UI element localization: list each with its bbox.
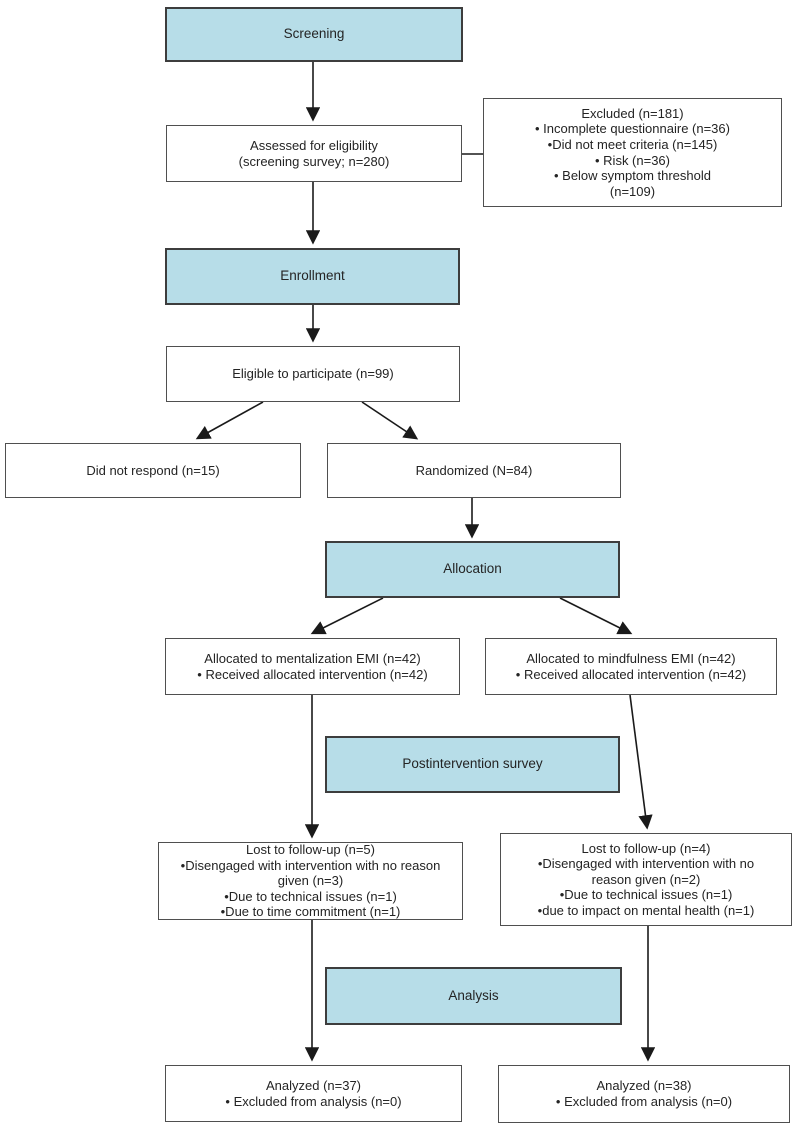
stage-screening-label: Screening bbox=[283, 26, 345, 42]
box-assessed-line: Assessed for eligibility bbox=[250, 137, 378, 153]
box-lost-mentalization-line: •Disengaged with intervention with no re… bbox=[180, 857, 441, 889]
box-eligible-to-participate: Eligible to participate (n=99) bbox=[166, 346, 460, 402]
box-lost-mentalization-line: Lost to follow-up (n=5) bbox=[246, 842, 375, 858]
stage-analysis-label: Analysis bbox=[448, 987, 499, 1003]
box-excluded-line: Excluded (n=181) bbox=[581, 105, 684, 121]
box-did-not-respond-line: Did not respond (n=15) bbox=[86, 462, 220, 478]
box-lost-mentalization-line: •Due to technical issues (n=1) bbox=[224, 888, 397, 904]
box-analyzed-mindfulness-line: Analyzed (n=38) bbox=[596, 1078, 692, 1094]
box-allocated-mindfulness-line: • Received allocated intervention (n=42) bbox=[515, 666, 747, 682]
box-did-not-respond: Did not respond (n=15) bbox=[5, 443, 301, 498]
stage-enrollment: Enrollment bbox=[165, 248, 460, 305]
box-excluded-line: •Did not meet criteria (n=145) bbox=[547, 136, 718, 152]
box-eligible-line: Eligible to participate (n=99) bbox=[232, 366, 394, 382]
box-allocated-mindfulness-line: Allocated to mindfulness EMI (n=42) bbox=[526, 650, 736, 666]
box-excluded: Excluded (n=181) • Incomplete questionna… bbox=[483, 98, 782, 207]
box-lost-mindfulness-line: •due to impact on mental health (n=1) bbox=[537, 902, 755, 918]
stage-postintervention-survey: Postintervention survey bbox=[325, 736, 620, 793]
box-allocated-mentalization-line: Allocated to mentalization EMI (n=42) bbox=[204, 650, 421, 666]
box-lost-mentalization-line: •Due to time commitment (n=1) bbox=[220, 904, 401, 920]
box-excluded-line: • Below symptom threshold (n=109) bbox=[553, 168, 711, 199]
stage-allocation-label: Allocation bbox=[443, 561, 502, 577]
box-analyzed-mentalization: Analyzed (n=37) • Excluded from analysis… bbox=[165, 1065, 462, 1122]
box-lost-to-followup-mentalization: Lost to follow-up (n=5) •Disengaged with… bbox=[158, 842, 463, 920]
box-analyzed-mindfulness-line: • Excluded from analysis (n=0) bbox=[555, 1094, 733, 1109]
box-excluded-line: • Incomplete questionnaire (n=36) bbox=[535, 121, 730, 137]
box-allocated-mindfulness: Allocated to mindfulness EMI (n=42) • Re… bbox=[485, 638, 777, 695]
box-lost-mindfulness-line: Lost to follow-up (n=4) bbox=[581, 840, 711, 856]
box-excluded-line: • Risk (n=36) bbox=[595, 152, 670, 168]
box-analyzed-mentalization-line: • Excluded from analysis (n=0) bbox=[225, 1093, 402, 1109]
stage-allocation: Allocation bbox=[325, 541, 620, 598]
box-assessed-for-eligibility: Assessed for eligibility (screening surv… bbox=[166, 125, 462, 182]
stage-analysis: Analysis bbox=[325, 967, 622, 1025]
box-randomized: Randomized (N=84) bbox=[327, 443, 621, 498]
stage-screening: Screening bbox=[165, 7, 463, 62]
stage-postintervention-survey-label: Postintervention survey bbox=[402, 756, 543, 772]
stage-enrollment-label: Enrollment bbox=[280, 268, 345, 284]
box-analyzed-mentalization-line: Analyzed (n=37) bbox=[265, 1077, 362, 1093]
box-randomized-line: Randomized (N=84) bbox=[415, 462, 533, 478]
box-lost-mindfulness-line: •Disengaged with intervention with no re… bbox=[537, 856, 755, 887]
box-allocated-mentalization-line: • Received allocated intervention (n=42) bbox=[197, 666, 428, 682]
box-lost-mindfulness-line: •Due to technical issues (n=1) bbox=[559, 887, 733, 903]
box-lost-to-followup-mindfulness: Lost to follow-up (n=4) •Disengaged with… bbox=[500, 833, 792, 926]
box-analyzed-mindfulness: Analyzed (n=38) • Excluded from analysis… bbox=[498, 1065, 790, 1123]
box-allocated-mentalization: Allocated to mentalization EMI (n=42) • … bbox=[165, 638, 460, 695]
box-assessed-line: (screening survey; n=280) bbox=[238, 153, 390, 169]
